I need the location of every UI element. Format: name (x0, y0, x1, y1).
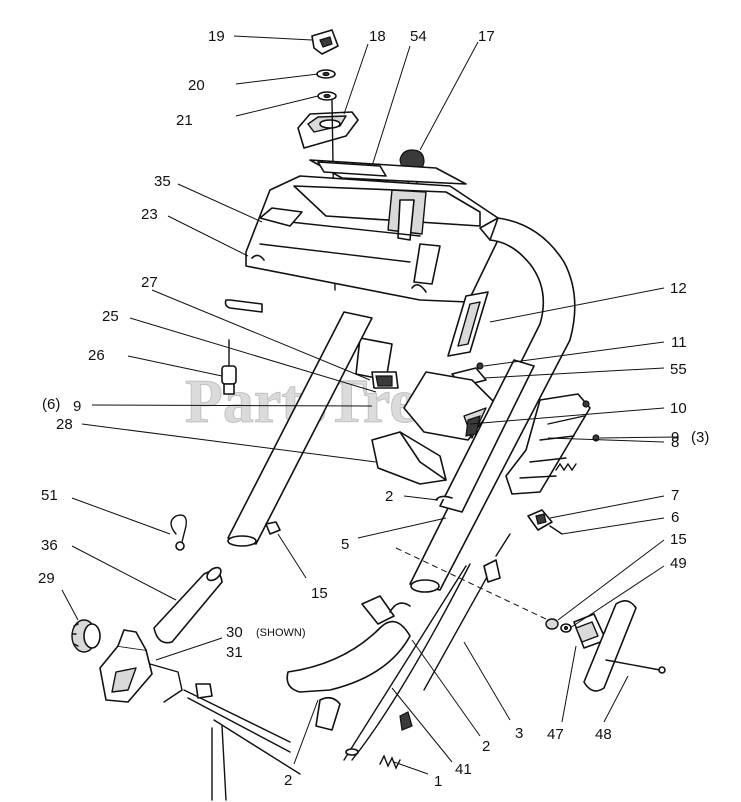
callout-labels: 19 18 54 17 20 21 35 23 12 27 25 11 26 5… (38, 28, 709, 790)
callout-30: 30 (226, 624, 243, 641)
callout-17: 17 (478, 28, 495, 45)
callout-3: 3 (515, 725, 523, 742)
part-29-knob[interactable] (71, 619, 101, 653)
part-36-grip[interactable] (153, 565, 223, 644)
callout-25: 25 (102, 308, 119, 325)
callout-36: 36 (41, 537, 58, 554)
callout-30-note: (SHOWN) (256, 627, 306, 639)
part-10-control-box[interactable] (403, 371, 497, 441)
part-2-lower-bracket[interactable] (286, 595, 411, 731)
callout-49: 49 (670, 555, 687, 572)
part-cable-bracket[interactable] (183, 683, 301, 801)
callout-29: 29 (38, 570, 55, 587)
part-6-spring-pin[interactable] (549, 525, 563, 535)
callout-51: 51 (41, 487, 58, 504)
leader-lines (61, 35, 679, 775)
callout-15-right: 15 (670, 531, 687, 548)
part-12-bracket[interactable] (447, 291, 489, 357)
callout-31: 31 (226, 644, 243, 661)
part-30-housing[interactable] (99, 629, 183, 703)
part-15-nut-right[interactable] (545, 618, 559, 630)
callout-2-bottom: 2 (284, 772, 292, 789)
part-26-switch[interactable] (221, 339, 237, 395)
callout-2-mid: 2 (482, 738, 490, 755)
callout-15-left: 15 (311, 585, 328, 602)
part-41-cable[interactable] (343, 563, 471, 761)
callout-10: 10 (670, 400, 687, 417)
part-27-switch-bracket[interactable] (355, 337, 399, 389)
part-51-clip[interactable] (170, 514, 187, 551)
callout-54: 54 (410, 28, 427, 45)
part-1-spring[interactable] (379, 754, 401, 770)
callout-5: 5 (341, 536, 349, 553)
callout-28: 28 (56, 416, 73, 433)
callout-8: 8 (671, 434, 679, 451)
callout-9-left: 9 (73, 398, 81, 415)
part-23-control-panel[interactable] (245, 159, 499, 303)
part-54-panel-plate[interactable] (317, 161, 387, 177)
callout-7: 7 (671, 487, 679, 504)
callout-19: 19 (208, 28, 225, 45)
part-7-link[interactable] (527, 509, 553, 531)
callout-48: 48 (595, 726, 612, 743)
part-21-washer[interactable] (317, 91, 337, 101)
callout-6-qty: (6) (42, 396, 60, 413)
part-48-axle[interactable] (583, 600, 666, 692)
callout-20: 20 (188, 77, 205, 94)
callout-6: 6 (671, 509, 679, 526)
callout-9-right: 9 (671, 429, 679, 446)
callout-18: 18 (369, 28, 386, 45)
part-lower-handle-left[interactable] (227, 311, 373, 547)
callout-47: 47 (547, 726, 564, 743)
callout-2-upper: 2 (385, 488, 393, 505)
part-11-screw[interactable] (476, 362, 484, 370)
callout-23: 23 (141, 206, 158, 223)
callout-27: 27 (141, 274, 158, 291)
callout-11: 11 (671, 334, 687, 351)
part-20-nut[interactable] (316, 69, 336, 79)
part-18-control-housing[interactable] (297, 111, 359, 149)
part-15-nut-left[interactable] (265, 521, 281, 535)
part-35-decal[interactable] (259, 207, 303, 227)
part-5-handle-tube[interactable] (435, 359, 535, 513)
part-28-bracket[interactable] (371, 431, 447, 485)
callout-3-qty: (3) (691, 429, 709, 446)
callout-41: 41 (455, 761, 472, 778)
callout-26: 26 (88, 347, 105, 364)
part-screw[interactable] (224, 299, 263, 313)
callout-1: 1 (434, 773, 442, 790)
callout-55: 55 (670, 361, 687, 378)
callout-35: 35 (154, 173, 171, 190)
part-upper-handle[interactable] (409, 217, 576, 593)
part-19-knob-cap[interactable] (311, 29, 339, 55)
assembly-guide-line (395, 547, 549, 621)
part-49-washer[interactable] (560, 623, 572, 633)
callout-21: 21 (176, 112, 193, 129)
callout-12: 12 (670, 280, 687, 297)
